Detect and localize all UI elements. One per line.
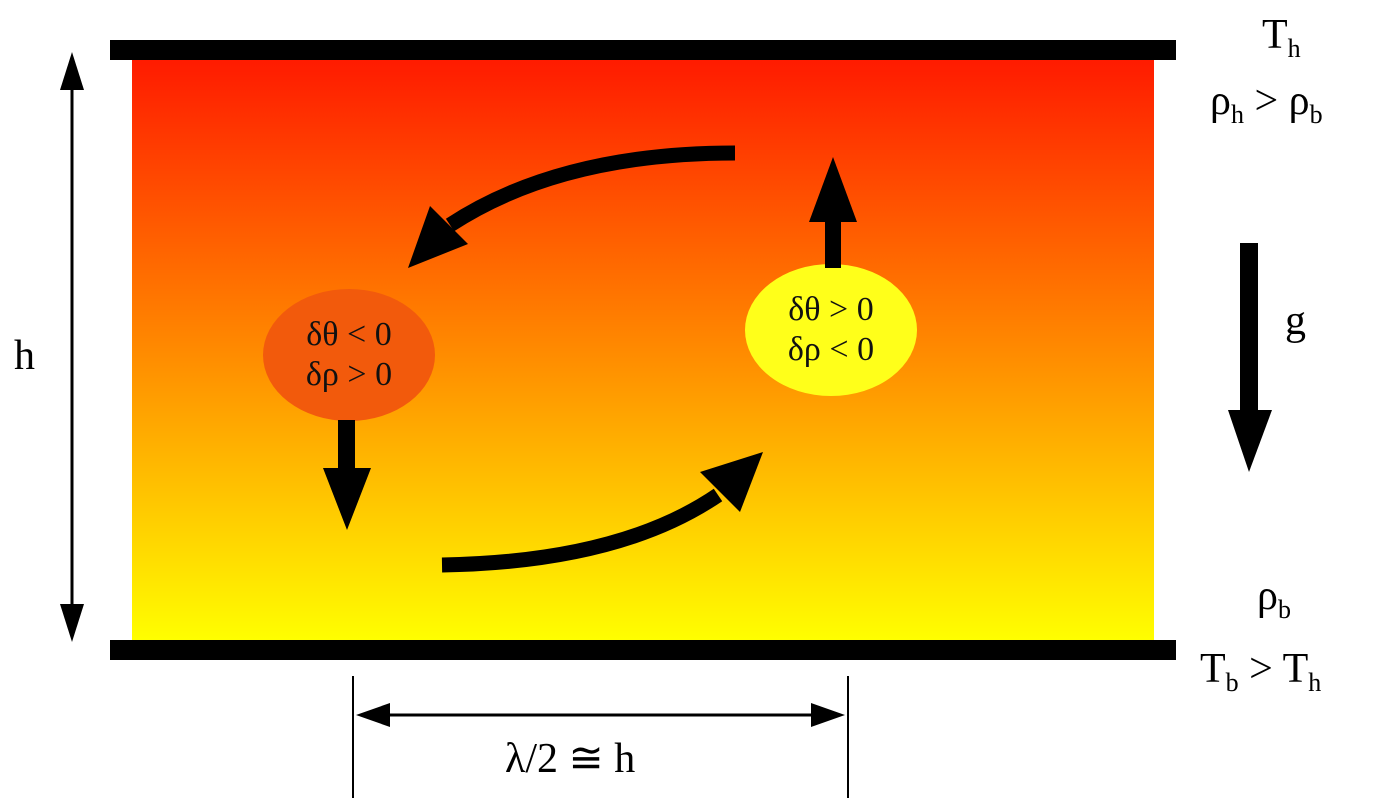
warm-parcel (745, 264, 917, 396)
top-density-relation: ρh > ρb (1210, 78, 1323, 130)
top-plate (110, 40, 1176, 60)
bottom-circulation-arrow (441, 452, 763, 573)
bottom-density-label: ρb (1257, 573, 1291, 625)
height-dimension-arrow (60, 52, 84, 642)
gravity-arrow (1228, 243, 1272, 472)
cold-parcel-label: δθ < 0 δρ > 0 (269, 315, 429, 395)
rising-arrow (809, 157, 857, 268)
warm-parcel-line1: δθ > 0 (788, 291, 874, 328)
gravity-label: g (1285, 298, 1306, 344)
cold-parcel-line1: δθ < 0 (306, 316, 392, 353)
wavelength-label: λ/2 ≅ h (505, 736, 636, 782)
wavelength-dimension (352, 676, 849, 798)
cold-parcel (263, 289, 435, 421)
bottom-plate (110, 640, 1176, 660)
height-label: h (14, 333, 35, 379)
warm-parcel-label: δθ > 0 δρ < 0 (751, 290, 911, 370)
sinking-arrow (323, 420, 371, 530)
cold-parcel-line2: δρ > 0 (305, 356, 393, 393)
top-temperature-label: Th (1262, 12, 1301, 64)
bottom-temperature-relation: Tb > Th (1200, 646, 1322, 698)
top-circulation-arrow (408, 145, 736, 268)
warm-parcel-line2: δρ < 0 (787, 331, 875, 368)
